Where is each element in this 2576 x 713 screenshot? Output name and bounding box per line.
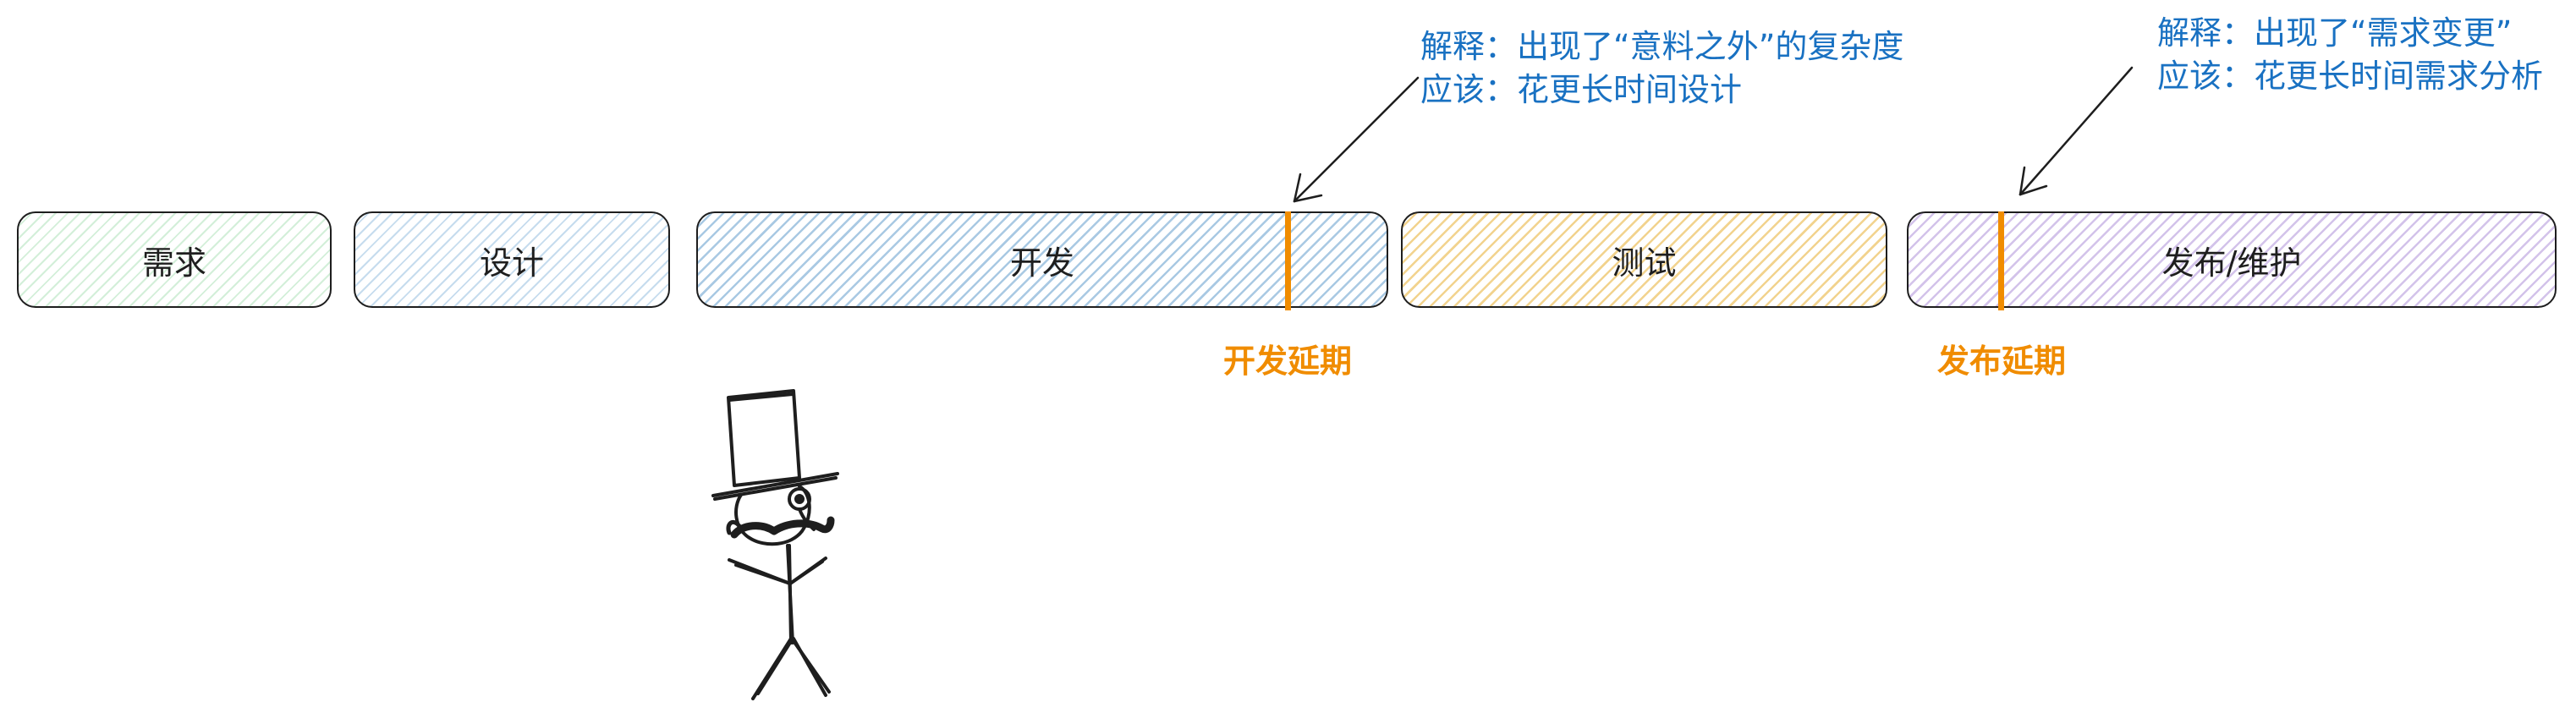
development-delay-marker bbox=[1285, 211, 1291, 310]
note-suggestion: 应该：花更长时间需求分析 bbox=[2157, 58, 2544, 95]
phase-label: 设计 bbox=[479, 244, 544, 282]
phase-testing: 测试 bbox=[1401, 211, 1887, 308]
phase-label: 测试 bbox=[1612, 244, 1677, 282]
release-delay-note: 解释：出现了“需求变更” 应该：花更长时间需求分析 bbox=[2157, 12, 2543, 98]
development-delay-label: 开发延期 bbox=[1223, 343, 1353, 380]
phase-development: 开发 bbox=[696, 211, 1388, 308]
note-explanation: 解释：出现了“意料之外”的复杂度 bbox=[1420, 28, 1904, 65]
release-delay-label: 发布延期 bbox=[1937, 343, 2067, 380]
arrow-to-development-delay bbox=[1293, 76, 1420, 203]
release-delay-marker bbox=[1998, 211, 2004, 310]
stick-figure-icon bbox=[711, 389, 839, 700]
development-delay-note: 解释：出现了“意料之外”的复杂度 应该：花更长时间设计 bbox=[1420, 25, 1903, 112]
arrow-to-release-delay bbox=[2019, 66, 2134, 196]
phase-label: 发布/维护 bbox=[2161, 244, 2302, 282]
note-explanation: 解释：出现了“需求变更” bbox=[2157, 14, 2513, 52]
note-suggestion: 应该：花更长时间设计 bbox=[1420, 71, 1743, 108]
phase-design: 设计 bbox=[354, 211, 670, 308]
phase-release-maintenance: 发布/维护 bbox=[1907, 211, 2557, 308]
phase-label: 需求 bbox=[141, 244, 206, 282]
phase-label: 开发 bbox=[1009, 244, 1074, 282]
phase-requirements: 需求 bbox=[17, 211, 332, 308]
